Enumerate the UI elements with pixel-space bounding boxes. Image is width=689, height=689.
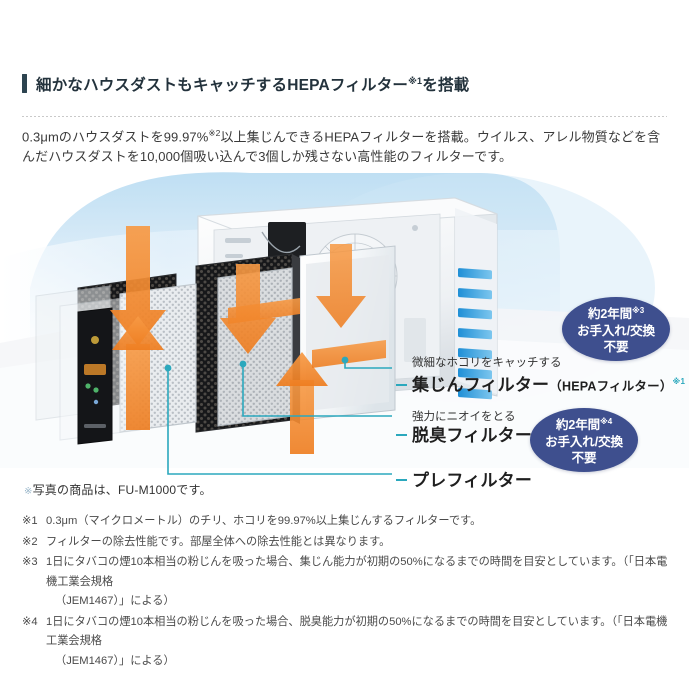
badge-deodorizing-line1: 約2年間※4: [556, 414, 612, 433]
product-model-note: ※写真の商品は、FU-M1000です。: [24, 481, 212, 498]
heading-row: 細かなハウスダストもキャッチするHEPAフィルター※1を搭載: [22, 60, 667, 108]
callout-dust-filter-label: 集じんフィルター（HEPAフィルター）※1: [396, 371, 685, 398]
leader-dash-icon: [396, 479, 407, 482]
footnote-item: ※4 1日にタバコの煙10本相当の粉じんを吸った場合、脱臭能力が初期の50%にな…: [22, 613, 672, 672]
badge-dust-footnote-ref: ※3: [632, 306, 645, 316]
callout-dust-filter-name: 集じんフィルター: [412, 375, 550, 395]
badge-dust-line1: 約2年間※3: [588, 303, 644, 322]
product-note-mark: ※: [24, 486, 33, 497]
callout-pre-filter-label: プレフィルター: [396, 470, 532, 491]
illustration-svg: [0, 172, 689, 475]
badge-deodorizing-line2: お手入れ/交換: [545, 434, 623, 449]
page-title: 細かなハウスダストもキャッチするHEPAフィルター※1を搭載: [36, 73, 469, 95]
badge-dust-line2: お手入れ/交換: [577, 323, 655, 338]
badge-deodorizing-line3: 不要: [571, 450, 597, 465]
callout-pre-filter: プレフィルター: [396, 470, 532, 491]
lead-text-part1: 0.3μmのハウスダストを99.97%: [22, 129, 209, 145]
page-title-footnote-ref: ※1: [408, 75, 423, 86]
footnote-text-continued: （JEM1467）」による）: [55, 595, 175, 607]
product-exploded-illustration: [0, 168, 689, 498]
callout-deodorizing-filter-name: 脱臭フィルター: [412, 426, 533, 445]
footnote-text: 1日にタバコの煙10本相当の粉じんを吸った場合、脱臭能力が初期の50%になるまで…: [46, 615, 668, 648]
callout-dust-filter-kicker: 微細なホコリをキャッチする: [412, 357, 562, 369]
airflow-arrows: [110, 226, 386, 454]
side-louver-vents: [455, 208, 497, 400]
badge-dust-filter-maintenance: 約2年間※3 お手入れ/交換 不要: [562, 297, 670, 361]
footnote-text-continued: （JEM1467）」による）: [55, 654, 175, 667]
badge-deodorizing-duration: 約2年間: [555, 418, 601, 433]
footnote-text: 1日にタバコの煙10本相当の粉じんを吸った場合、集じん能力が初期の50%になるま…: [46, 556, 668, 588]
product-note-text: 写真の商品は、FU-M1000です。: [32, 483, 212, 497]
callout-deodorizing-filter-label: 脱臭フィルター: [396, 425, 532, 446]
header-divider: [22, 115, 667, 117]
footnote-item: ※1 0.3μm（マイクロメートル）のチリ、ホコリを99.97%以上集じんするフ…: [22, 512, 672, 532]
callout-pre-filter-name: プレフィルター: [412, 471, 533, 490]
control-panel-indicators: [84, 336, 106, 428]
section-header: 細かなハウスダストもキャッチするHEPAフィルター※1を搭載: [22, 60, 667, 117]
badge-deodorizing-footnote-ref: ※4: [600, 417, 613, 427]
footnotes-list: ※1 0.3μm（マイクロメートル）のチリ、ホコリを99.97%以上集じんするフ…: [22, 512, 672, 672]
footnote-item: ※2 フィルターの除去性能です。部屋全体への除去性能とは異なります。: [22, 533, 672, 553]
control-panel: [77, 307, 113, 445]
footnote-mark: ※1: [22, 515, 38, 527]
leader-dot-pre-filter: [164, 364, 172, 372]
footnote-text-wrap: 1日にタバコの煙10本相当の粉じんを吸った場合、集じん能力が初期の50%になるま…: [46, 553, 672, 612]
lead-paragraph: 0.3μmのハウスダストを99.97%※2以上集じんできるHEPAフィルターを搭…: [22, 123, 670, 167]
callout-deodorizing-filter: 強力にニオイをとる 脱臭フィルター: [396, 410, 532, 446]
lead-text-part2: 以上集じんできるHEPAフィルターを搭載。ウイルス、アレル物質などを含んだハウス…: [22, 129, 661, 165]
footnote-mark: ※4: [22, 615, 38, 628]
callout-dust-filter-paren: （HEPAフィルター）: [549, 379, 673, 394]
heading-accent-bar: [22, 74, 27, 94]
footnote-item: ※3 1日にタバコの煙10本相当の粉じんを吸った場合、集じん能力が初期の50%に…: [22, 553, 672, 612]
leader-dot-deodorizing-filter: [239, 360, 247, 368]
badge-deodorizing-filter-maintenance: 約2年間※4 お手入れ/交換 不要: [530, 408, 638, 472]
callout-deodorizing-filter-kicker: 強力にニオイをとる: [412, 411, 516, 423]
page-title-suffix: を搭載: [422, 76, 470, 94]
footnote-text: 0.3μm（マイクロメートル）のチリ、ホコリを99.97%以上集じんするフィルタ…: [46, 515, 482, 527]
leader-dash-icon: [396, 434, 407, 437]
footnote-text-wrap: 1日にタバコの煙10本相当の粉じんを吸った場合、脱臭能力が初期の50%になるまで…: [46, 613, 672, 672]
leader-dash-icon: [396, 383, 407, 386]
dust-collection-filter-layer: [299, 245, 396, 421]
callout-leader-dots: [164, 356, 349, 372]
footnote-text: フィルターの除去性能です。部屋全体への除去性能とは異なります。: [46, 535, 391, 548]
footnote-mark: ※3: [22, 556, 38, 568]
badge-dust-line3: 不要: [603, 339, 629, 354]
lead-footnote-ref: ※2: [208, 128, 221, 138]
page-title-main: 細かなハウスダストもキャッチするHEPAフィルター: [36, 76, 409, 94]
footnote-mark: ※2: [22, 535, 38, 548]
callout-dust-filter-footnote-ref: ※1: [672, 377, 686, 386]
callout-dust-filter: 微細なホコリをキャッチする 集じんフィルター（HEPAフィルター）※1: [396, 356, 685, 398]
leader-dot-dust-filter: [341, 356, 349, 364]
badge-dust-duration: 約2年間: [587, 307, 633, 322]
